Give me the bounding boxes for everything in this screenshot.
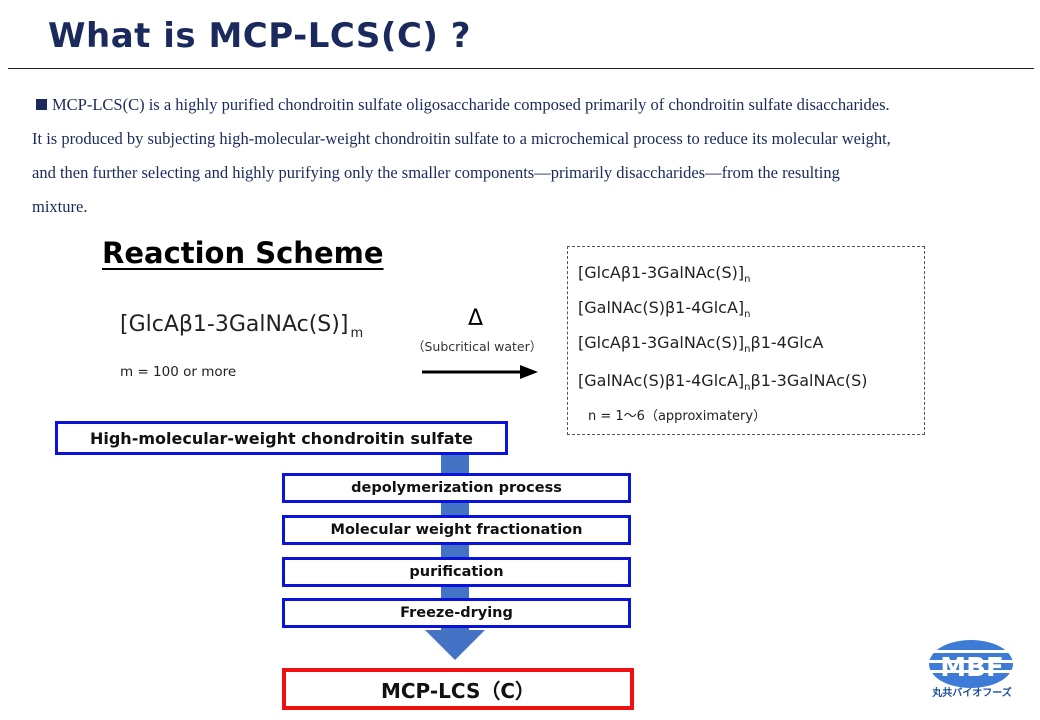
title-divider <box>8 68 1034 69</box>
reaction-scheme-title: Reaction Scheme <box>102 236 384 270</box>
reaction-arrow-icon <box>422 365 538 379</box>
product-1: [GlcAβ1-3GalNAc(S)]n <box>578 263 751 285</box>
square-bullet-icon <box>36 99 47 110</box>
m-note: m = 100 or more <box>120 364 237 380</box>
reaction-condition: （Subcritical water） <box>412 339 543 354</box>
logo-letters: MBF <box>940 653 1003 683</box>
page-title: What is MCP-LCS(C) ? <box>48 16 472 56</box>
product-3: [GlcAβ1-3GalNAc(S)]nβ1-4GlcA <box>578 333 824 355</box>
n-note: n = 1～6（approximatery） <box>588 409 767 424</box>
products-box: [GlcAβ1-3GalNAc(S)]n [GalNAc(S)β1-4GlcA]… <box>567 246 925 435</box>
product-2: [GalNAc(S)β1-4GlcA]n <box>578 298 751 320</box>
step-purification: purification <box>282 557 631 587</box>
heat-delta-symbol: Δ <box>468 306 484 331</box>
step-fractionation: Molecular weight fractionation <box>282 515 631 545</box>
product-4: [GalNAc(S)β1-4GlcA]nβ1-3GalNAc(S) <box>578 371 868 393</box>
final-product-box: MCP-LCS（C） <box>282 668 634 710</box>
intro-line-1: MCP-LCS(C) is a highly purified chondroi… <box>32 88 1022 122</box>
company-logo: MBF 丸共バイオフーズ <box>928 640 1016 699</box>
logo-caption: 丸共バイオフーズ <box>931 686 1012 699</box>
intro-line-2: It is produced by subjecting high-molecu… <box>32 129 891 148</box>
step-depolymerization: depolymerization process <box>282 473 631 503</box>
intro-paragraph: MCP-LCS(C) is a highly purified chondroi… <box>32 88 1022 224</box>
reactant-formula: [GlcAβ1-3GalNAc(S)]m <box>120 312 364 341</box>
start-material-box: High-molecular-weight chondroitin sulfat… <box>55 421 508 455</box>
intro-line-3: and then further selecting and highly pu… <box>32 163 840 182</box>
step-freeze-drying: Freeze-drying <box>282 598 631 628</box>
intro-line-4: mixture. <box>32 197 88 216</box>
